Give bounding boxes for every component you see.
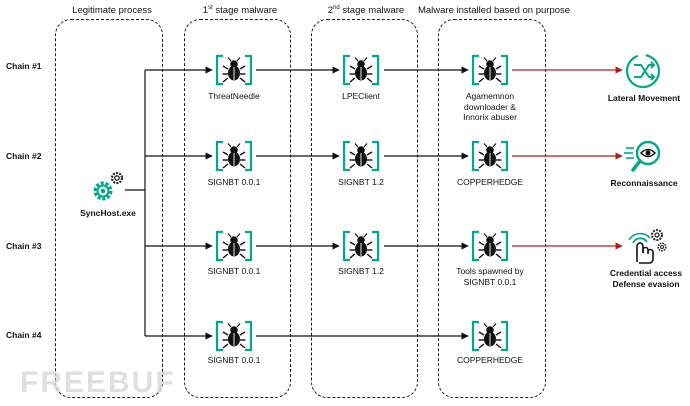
bug-icon xyxy=(341,229,381,263)
chain-label-2: Chain #2 xyxy=(6,151,42,161)
stage2-label-chain1: LPEClient xyxy=(342,91,380,101)
stage2-label-chain2: SIGNBT 1.2 xyxy=(338,177,384,187)
stage1-suffix: st xyxy=(208,5,213,11)
purpose-label-reconnaissance: Reconnaissance xyxy=(610,178,678,188)
installed-label-chain3-line1: Tools spawned by xyxy=(456,266,524,276)
chain-label-3: Chain #3 xyxy=(6,241,42,251)
stage2-number: 2 xyxy=(327,5,334,17)
stage1-label: stage malware xyxy=(212,5,278,17)
installed-label-chain4: COPPERHEDGE xyxy=(456,355,524,365)
bug-icon xyxy=(214,319,254,353)
installed-label-chain2: COPPERHEDGE xyxy=(456,177,524,187)
credential-access-icon xyxy=(624,226,668,264)
synchost-label: SyncHost.exe xyxy=(80,208,136,218)
lane-installed xyxy=(438,19,546,398)
stage2-suffix: nd xyxy=(333,5,340,11)
column-title-stage1: 1st stage malware xyxy=(185,5,295,16)
installed-label-chain3-line2: SIGNBT 0.0.1 xyxy=(463,276,517,287)
stage2-label-chain3: SIGNBT 1.2 xyxy=(338,266,384,276)
installed-label-chain1-line1: Agamemnon xyxy=(465,91,515,101)
column-title-installed: Malware installed based on purpose xyxy=(417,5,571,16)
installed-label-chain1: Agamemnon downloader & Innorix abuser xyxy=(450,91,530,123)
stage1-label-chain2: SIGNBT 0.0.1 xyxy=(207,177,261,187)
installed-label-chain3: Tools spawned by SIGNBT 0.0.1 xyxy=(450,266,530,287)
purpose-label-credential-access: Credential access xyxy=(609,268,683,278)
purpose-label-lateral-movement: Lateral Movement xyxy=(607,93,681,103)
bug-icon xyxy=(470,139,510,173)
stage1-number: 1 xyxy=(202,5,209,17)
column-title-legitimate: Legitimate process xyxy=(72,5,152,16)
chain-label-4: Chain #4 xyxy=(6,330,42,340)
stage2-label: stage malware xyxy=(339,5,405,17)
lateral-movement-icon xyxy=(624,52,662,90)
bug-icon xyxy=(341,139,381,173)
installed-label-chain1-line3: Innorix abuser xyxy=(463,112,517,122)
bug-icon xyxy=(214,139,254,173)
watermark-logo: FREEBUF xyxy=(20,366,176,399)
lane-legitimate xyxy=(55,19,163,398)
purpose-label-defense-evasion: Defense evasion xyxy=(612,278,680,289)
stage1-label-chain3: SIGNBT 0.0.1 xyxy=(207,266,261,276)
synchost-icon xyxy=(90,170,126,204)
stage1-label-chain1: ThreatNeedle xyxy=(208,91,260,101)
bug-icon xyxy=(214,53,254,87)
bug-icon xyxy=(214,229,254,263)
column-title-stage2: 2nd stage malware xyxy=(311,5,421,16)
bug-icon xyxy=(470,319,510,353)
installed-label-chain1-line2: downloader & xyxy=(464,101,516,112)
bug-icon xyxy=(341,53,381,87)
chain-label-1: Chain #1 xyxy=(6,61,42,71)
bug-icon xyxy=(470,53,510,87)
reconnaissance-icon xyxy=(624,137,664,175)
stage1-label-chain4: SIGNBT 0.0.1 xyxy=(207,355,261,365)
bug-icon xyxy=(470,229,510,263)
lane-stage1 xyxy=(184,19,291,398)
purpose-label-credential-defense: Credential access Defense evasion xyxy=(604,268,688,289)
lane-stage2 xyxy=(311,19,418,398)
